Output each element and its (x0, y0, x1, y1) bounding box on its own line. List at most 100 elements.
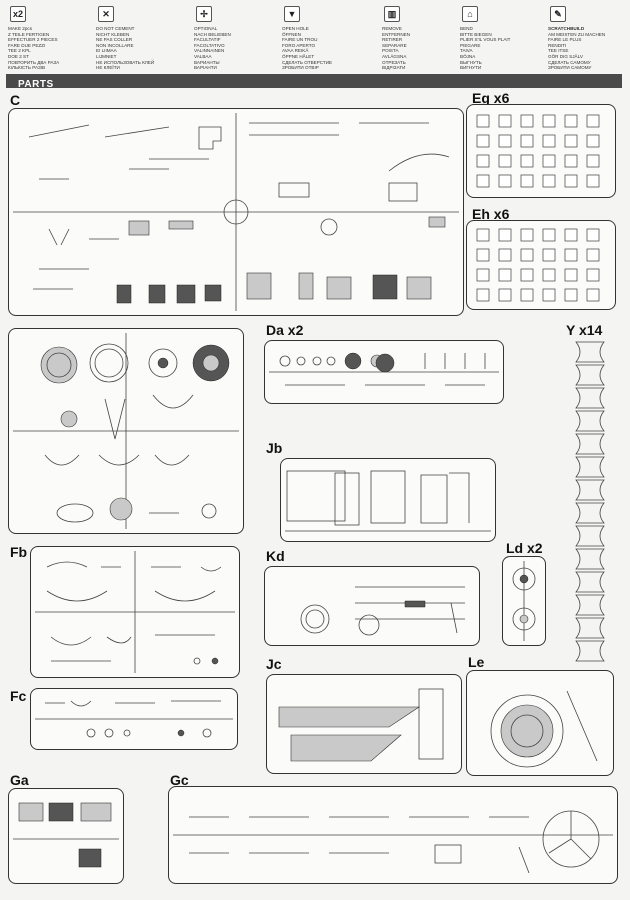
sprue-cell (586, 174, 600, 188)
sprue-cell (498, 174, 512, 188)
sprue-ld-drawing (512, 561, 536, 641)
sprue-cell (542, 114, 556, 128)
sprue-jc-drawing (278, 688, 444, 762)
sprue-cell (476, 228, 490, 242)
legend-text: REMOVE ENTFERNEN RETIRER SEPARARE POISTA… (382, 26, 411, 71)
track-link (575, 594, 605, 616)
legend-item: ✢ OPTIONAL NACH BELIEBEN FACULTATIF FACO… (194, 6, 274, 71)
legend-text: AM MEISTEN ZU MACHEN FAIRE LE PLUS RENDI… (548, 31, 606, 71)
sprue-cell (586, 154, 600, 168)
track-link (575, 617, 605, 639)
sprue-eg-frame (466, 104, 616, 198)
sprue-label: Fb (10, 544, 28, 560)
sprue-cell (520, 114, 534, 128)
track-link (575, 364, 605, 386)
sprue-y-drawing (575, 341, 605, 662)
sprue-cell (498, 228, 512, 242)
sprue-cell (476, 154, 490, 168)
track-link (575, 525, 605, 547)
sprue-cell (586, 114, 600, 128)
track-link (575, 410, 605, 432)
sprue-cell (498, 114, 512, 128)
sprue-le-drawing (490, 690, 598, 768)
sprue-y-chain (570, 336, 610, 666)
sprue-cell (564, 248, 578, 262)
sprue-eh-drawing (476, 228, 600, 302)
remove-icon: ▥ (384, 6, 400, 22)
sprue-jb-drawing (285, 470, 491, 532)
sprue-c-drawing (13, 113, 459, 311)
sprue-cell (520, 288, 534, 302)
sprue-label: Ga (10, 772, 29, 788)
optional-icon: ✢ (196, 6, 212, 22)
sprue-cell (542, 248, 556, 262)
sprue-label: Kd (266, 548, 285, 564)
sprue-cell (542, 154, 556, 168)
legend-title: SCRATCHBUILD (548, 26, 585, 31)
sprue-label: Eh x6 (472, 206, 510, 222)
legend-text: BEND BITTE BIEGEN PLIER S'IL VOUS PLAIT … (460, 26, 511, 71)
sprue-ld-frame (502, 556, 546, 646)
track-link (575, 640, 605, 662)
sprue-cell (586, 288, 600, 302)
scratchbuild-icon: ✎ (550, 6, 566, 22)
sprue-label: Fc (10, 688, 27, 704)
legend-text: DO NOT CEMENT NICHT KLEBEN NE PAS COLLER… (96, 26, 155, 71)
sprue-label: Y x14 (566, 322, 603, 338)
track-link (575, 387, 605, 409)
sprue-cell (476, 174, 490, 188)
sprue-cell (520, 228, 534, 242)
sprue-le-frame (466, 670, 614, 776)
sprue-fa-drawing (13, 333, 239, 529)
track-link (575, 479, 605, 501)
sprue-c-frame (8, 108, 464, 316)
sprue-cell (498, 248, 512, 262)
sprue-cell (542, 268, 556, 282)
sprue-fb-frame (30, 546, 240, 678)
sprue-cell (564, 154, 578, 168)
sprue-kd-frame (264, 566, 480, 646)
sprue-cell (476, 134, 490, 148)
track-link (575, 502, 605, 524)
sprue-cell (564, 174, 578, 188)
parts-header-bar: PARTS (6, 74, 622, 90)
sprue-cell (564, 268, 578, 282)
track-link (575, 571, 605, 593)
sprue-label: Ld x2 (506, 540, 543, 556)
track-link (575, 548, 605, 570)
sprue-cell (498, 288, 512, 302)
sprue-cell (542, 174, 556, 188)
no-glue-icon: ✕ (98, 6, 114, 22)
bend-icon: ⌂ (462, 6, 478, 22)
sprue-cell (564, 228, 578, 242)
track-link (575, 433, 605, 455)
sprue-gc-drawing (173, 810, 613, 874)
sprue-cell (520, 134, 534, 148)
sprue-label: Jc (266, 656, 282, 672)
legend-item: ⌂ BEND BITTE BIEGEN PLIER S'IL VOUS PLAI… (460, 6, 540, 71)
sprue-cell (476, 288, 490, 302)
sprue-da-drawing (269, 352, 499, 386)
sprue-cell (476, 114, 490, 128)
sprue-eh-frame (466, 220, 616, 310)
sprue-cell (542, 288, 556, 302)
sprue-cell (498, 134, 512, 148)
legend-item: ✎ SCRATCHBUILD AM MEISTEN ZU MACHEN FAIR… (548, 6, 628, 71)
sprue-cell (520, 248, 534, 262)
track-link (575, 341, 605, 363)
sprue-cell (476, 268, 490, 282)
sprue-cell (520, 154, 534, 168)
sprue-fc-drawing (35, 700, 233, 738)
sprue-cell (586, 248, 600, 262)
sprue-eg-drawing (476, 114, 600, 188)
sprue-label: Jb (266, 440, 283, 456)
sprue-cell (542, 134, 556, 148)
sprue-cell (542, 228, 556, 242)
sprue-fc-frame (30, 688, 238, 750)
sprue-kd-drawing (300, 586, 465, 636)
sprue-gc-frame (168, 786, 618, 884)
sprue-cell (520, 268, 534, 282)
legend-item: ✕ DO NOT CEMENT NICHT KLEBEN NE PAS COLL… (96, 6, 176, 71)
sprue-cell (586, 268, 600, 282)
sprue-cell (586, 134, 600, 148)
